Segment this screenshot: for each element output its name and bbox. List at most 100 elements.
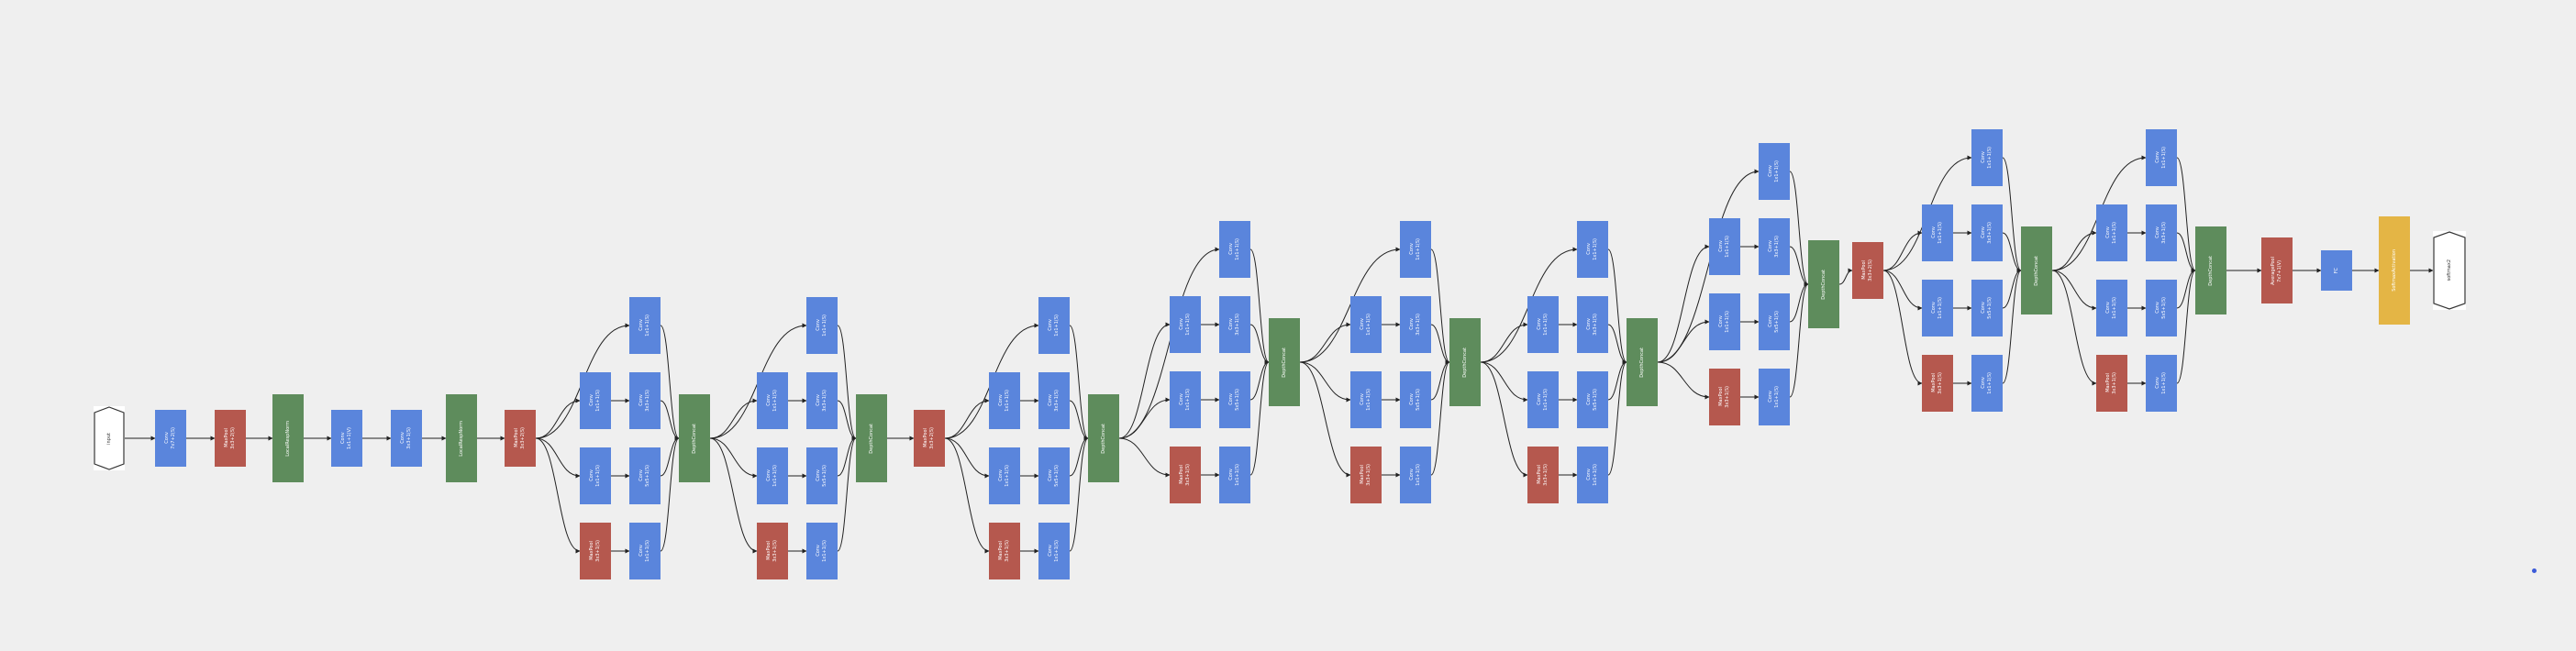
conv-3x3-label: Conv 3x3+1(S) <box>1768 236 1780 258</box>
conv-1x1-branch: Conv 1x1+1(S) <box>1577 221 1608 278</box>
conv-7x7-label: Conv 7x7+2(S) <box>164 427 176 449</box>
depthconcat-label: DepthConcat <box>2207 255 2214 286</box>
edge-arrow <box>1430 248 1450 365</box>
conv-1x1-reduce: Conv 1x1+1(S) <box>1922 280 1953 337</box>
maxpool-3x3-s1: MaxPool 3x3+1(S) <box>2096 355 2127 412</box>
conv-3x3: Conv 3x3+1(S) <box>1219 296 1250 353</box>
depthconcat-label: DepthConcat <box>1461 347 1468 378</box>
depthconcat: DepthConcat <box>679 394 710 482</box>
conv-1x1-branch-label: Conv 1x1+1(S) <box>1409 238 1421 260</box>
conv-3x3-label: Conv 3x3+1(S) <box>816 390 827 412</box>
edge-arrow <box>1118 247 1220 439</box>
conv-5x5-label: Conv 5x5+1(S) <box>638 465 650 487</box>
conv-1x1-reduce: Conv 1x1+1(S) <box>989 447 1020 504</box>
conv-1x1-proj: Conv 1x1+1(S) <box>806 523 838 579</box>
edge-arrow <box>1069 436 1089 477</box>
maxpool-3x3-s1-label: MaxPool 3x3+1(S) <box>1179 464 1191 486</box>
conv-1x1-proj: Conv 1x1+1(S) <box>1759 369 1790 425</box>
depthconcat-label: DepthConcat <box>691 423 697 454</box>
edge-arrow <box>1249 359 1270 401</box>
conv-1x1-branch: Conv 1x1+1(S) <box>1219 221 1250 278</box>
edge-arrow <box>660 325 680 441</box>
conv-3x3: Conv 3x3+1(S) <box>1759 218 1790 275</box>
conv-3x3: Conv 3x3+1(S) <box>1971 204 2003 261</box>
conv-3x3-stem: Conv 3x3+1(S) <box>391 410 422 467</box>
edge-arrow <box>944 437 990 554</box>
conv-5x5: Conv 5x5+1(S) <box>1038 447 1070 504</box>
conv-1x1-branch-label: Conv 1x1+1(S) <box>1048 314 1060 337</box>
softmax-activation: SoftmaxActivation <box>2379 216 2410 325</box>
conv-1x1-reduce-label: Conv 1x1+1(S) <box>1360 314 1371 336</box>
conv-5x5: Conv 5x5+1(S) <box>2146 280 2177 337</box>
conv-3x3: Conv 3x3+1(S) <box>2146 204 2177 261</box>
conv-1x1-reduce: Conv 1x1+1(S) <box>1922 204 1953 261</box>
conv-1x1-proj: Conv 1x1+1(S) <box>1400 447 1431 503</box>
conv-1x1-branch: Conv 1x1+1(S) <box>1971 129 2003 186</box>
fully-connected-label: FC <box>2333 267 2339 274</box>
conv-1x1-proj-label: Conv 1x1+1(S) <box>2155 372 2167 394</box>
edge-arrow <box>1069 325 1089 441</box>
maxpool-3x3-s1: MaxPool 3x3+1(S) <box>580 523 611 579</box>
conv-5x5-label: Conv 5x5+1(S) <box>1981 297 1993 319</box>
edge-arrow <box>660 436 680 552</box>
edge-arrow <box>944 398 990 439</box>
edge-arrow <box>2176 268 2196 384</box>
maxpool-3x3-s2-label: MaxPool 3x3+2(S) <box>1861 259 1873 281</box>
edge-arrow <box>2051 270 2097 311</box>
conv-1x1-reduce-label: Conv 1x1+1(S) <box>998 390 1010 412</box>
conv-5x5: Conv 5x5+1(S) <box>1400 371 1431 428</box>
depthconcat-label: DepthConcat <box>1100 423 1106 454</box>
depthconcat: DepthConcat <box>2195 226 2226 314</box>
conv-1x1-reduce-label: Conv 1x1+1(S) <box>1718 311 1730 333</box>
conv-1x1-reduce-label: Conv 1x1+1(S) <box>1537 314 1549 336</box>
conv-1x1-proj: Conv 1x1+1(S) <box>629 523 661 579</box>
conv-3x3: Conv 3x3+1(S) <box>1400 296 1431 353</box>
edge-arrow <box>837 436 857 477</box>
maxpool-3x3-s1-label: MaxPool 3x3+1(S) <box>1537 464 1549 486</box>
maxpool-3x3-s1: MaxPool 3x3+1(S) <box>989 523 1020 579</box>
average-pool: AveragePool 7x7+1(V) <box>2261 237 2293 303</box>
edge-arrow <box>709 437 758 554</box>
edge-arrow <box>1299 322 1351 363</box>
edge-arrow <box>2176 268 2196 309</box>
edge-arrow <box>1118 397 1171 439</box>
conv-1x1-reduce: Conv 1x1+1(S) <box>757 447 788 504</box>
edge-arrow <box>1480 361 1528 478</box>
maxpool-3x3-s1-label: MaxPool 3x3+1(S) <box>589 540 601 562</box>
edge-arrow <box>709 398 758 439</box>
local-resp-norm: LocalRespNorm <box>446 394 477 482</box>
conv-5x5-label: Conv 5x5+1(S) <box>1768 311 1780 333</box>
conv-5x5-label: Conv 5x5+1(S) <box>1228 389 1240 411</box>
edge-arrow <box>2051 270 2097 386</box>
conv-1x1-reduce-label: Conv 1x1+1(S) <box>2105 297 2117 319</box>
edge-arrow <box>2176 232 2196 273</box>
edge-arrow <box>1789 171 1809 287</box>
conv-7x7: Conv 7x7+2(S) <box>155 410 186 467</box>
depthconcat: DepthConcat <box>2021 226 2052 314</box>
depthconcat: DepthConcat <box>1088 394 1119 482</box>
input-terminal-label: input <box>105 432 112 445</box>
edge-arrow <box>709 437 758 479</box>
edge-arrow <box>1607 359 1627 476</box>
edge-arrow <box>535 437 581 554</box>
conv-1x1-reduce: Conv 1x1+1(S) <box>1709 218 1740 275</box>
maxpool-3x3-s1-label: MaxPool 3x3+1(S) <box>1718 386 1730 408</box>
depthconcat: DepthConcat <box>1808 240 1839 328</box>
conv-3x3-label: Conv 3x3+1(S) <box>1409 314 1421 336</box>
edge-arrow <box>1299 361 1351 403</box>
edge-arrow <box>1838 268 1853 285</box>
conv-1x1-proj-label: Conv 1x1+1(S) <box>1768 386 1780 408</box>
conv-5x5-label: Conv 5x5+1(S) <box>816 465 827 487</box>
conv-1x1-branch: Conv 1x1+1(S) <box>1038 297 1070 354</box>
edge-arrow <box>1789 281 1809 398</box>
edge-arrow <box>660 436 680 477</box>
edge-arrow <box>1249 359 1270 476</box>
softmax2-terminal: softmax2 <box>2433 231 2466 310</box>
edge-arrow <box>1657 169 1760 363</box>
edge-arrow <box>535 398 581 439</box>
conv-3x3: Conv 3x3+1(S) <box>1577 296 1608 353</box>
conv-1x1-reduce: Conv 1x1+1(S) <box>1350 371 1382 428</box>
conv-3x3-label: Conv 3x3+1(S) <box>1586 314 1598 336</box>
conv-1x1-proj-label: Conv 1x1+1(S) <box>1048 540 1060 562</box>
